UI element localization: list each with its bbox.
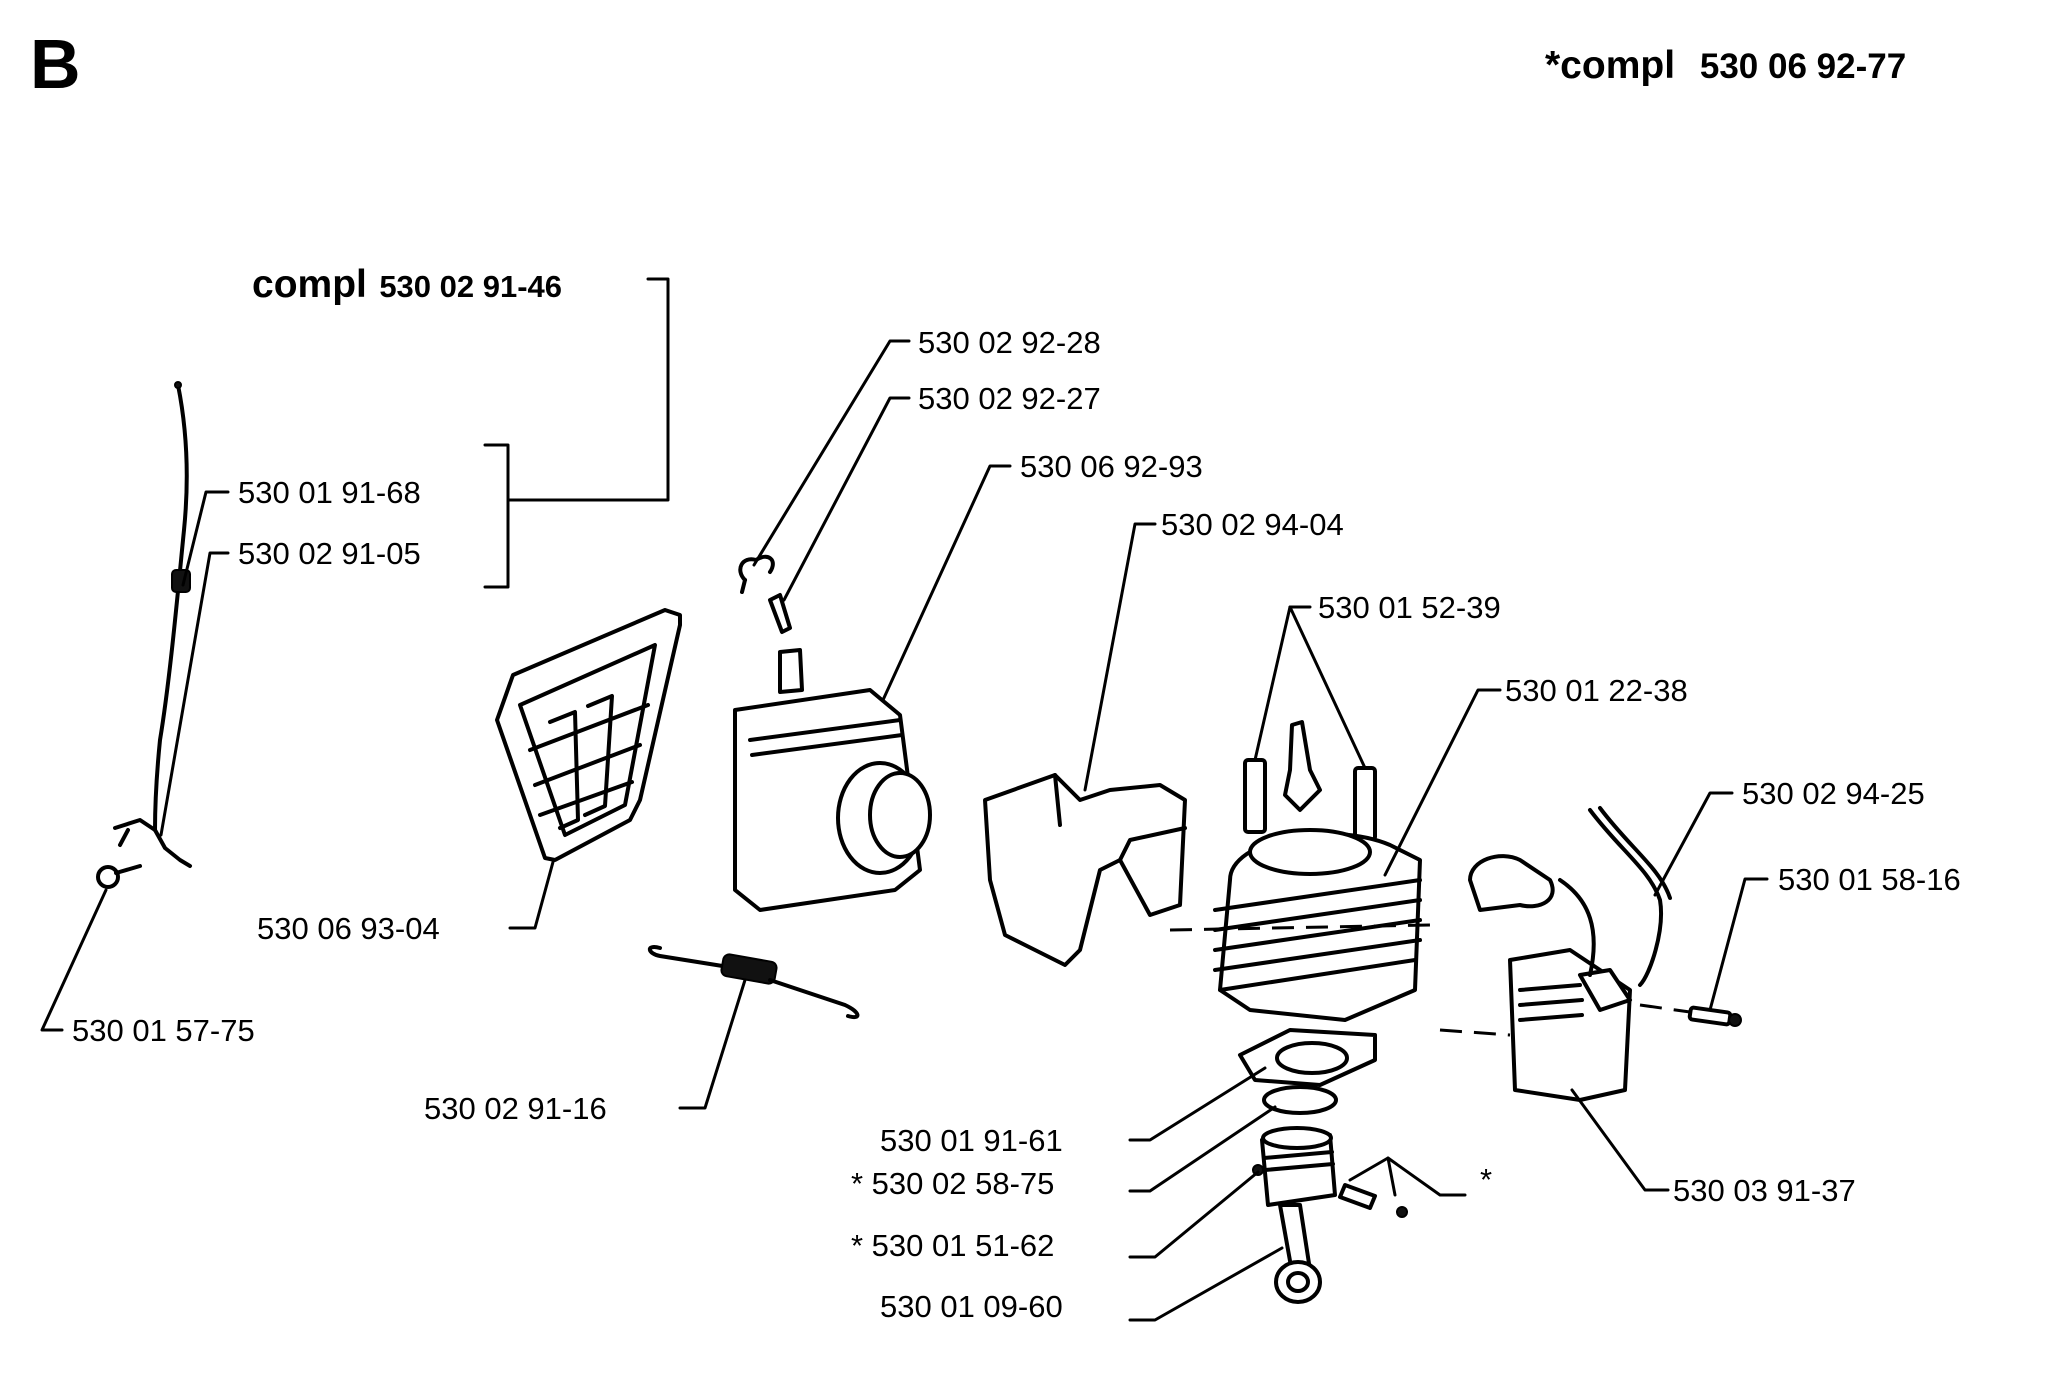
leader-530010960	[1128, 1246, 1284, 1322]
label-530029425: 530 02 94-25	[1742, 776, 1925, 811]
cylinder-axis-line	[1169, 923, 1431, 932]
leader-530029116	[678, 978, 747, 1110]
leader-530015162	[1128, 1170, 1260, 1259]
header-kit-prefix: *compl	[1545, 44, 1675, 87]
filter-cover-part	[733, 648, 932, 912]
label-530015775: 530 01 57-75	[72, 1013, 255, 1048]
air-filter-part	[495, 608, 682, 862]
kit-bracket-number: 530 02 91-46	[379, 269, 562, 304]
piston-pin-part	[1252, 1164, 1408, 1218]
small-screw-part	[96, 864, 142, 889]
label-530069304: 530 06 93-04	[257, 911, 440, 946]
label-530010960: 530 01 09-60	[880, 1289, 1063, 1324]
label-530029105: 530 02 91-05	[238, 536, 421, 571]
label-530019161: 530 01 91-61	[880, 1123, 1063, 1158]
kit-bracket-line	[506, 277, 670, 502]
leader-530029228	[752, 339, 911, 567]
label-530029116: 530 02 91-16	[424, 1091, 607, 1126]
asterisk-label: *	[1480, 1162, 1492, 1197]
coil-axis-line	[1439, 1028, 1511, 1037]
label-530015239: 530 01 52-39	[1318, 590, 1501, 625]
leader-530025875	[1128, 1105, 1277, 1193]
ignition-coil-part	[1468, 854, 1632, 1102]
kit-bracket-prefix: compl	[252, 263, 367, 306]
label-530015816: 530 01 58-16	[1778, 862, 1961, 897]
coil-screw-part	[1687, 1005, 1742, 1027]
leader-530029404	[1083, 522, 1157, 792]
leader-asterisk	[1348, 1156, 1467, 1197]
kit-bracket-brace	[483, 443, 510, 589]
nipple-part	[768, 593, 792, 634]
label-530025875: * 530 02 58-75	[851, 1166, 1054, 1201]
leader-530015775	[40, 888, 108, 1032]
leader-530019161	[1128, 1066, 1267, 1142]
cylinder-shroud-part	[983, 773, 1187, 967]
leader-530029105	[159, 551, 230, 837]
label-530019168: 530 01 91-68	[238, 475, 421, 510]
section-letter: B	[30, 25, 81, 103]
label-530012238: 530 01 22-38	[1505, 673, 1688, 708]
header-kit-label: *compl 530 06 92-77	[1545, 44, 1906, 87]
leader-asterisk-b	[1386, 1156, 1397, 1197]
leader-530015816	[1708, 877, 1769, 1012]
ignition-cable-part	[1588, 806, 1672, 987]
throttle-cable-part	[113, 381, 192, 868]
leader-530029425	[1653, 791, 1734, 897]
label-530039137: 530 03 91-37	[1673, 1173, 1856, 1208]
piston-ring-part	[1262, 1085, 1338, 1115]
leader-530029227	[782, 396, 911, 602]
screw-axis-line	[1639, 1003, 1691, 1014]
leader-530069304	[508, 860, 555, 930]
cylinder-gasket-part	[1238, 1028, 1377, 1087]
kit-bracket-label: compl 530 02 91-46	[252, 263, 562, 306]
piston-part	[1260, 1126, 1337, 1304]
leader-530015239b	[1288, 605, 1367, 770]
header-kit-number: 530 06 92-77	[1700, 47, 1906, 86]
spring-part	[647, 945, 860, 1019]
label-530029228: 530 02 92-28	[918, 325, 1101, 360]
label-530029227: 530 02 92-27	[918, 381, 1101, 416]
leader-530012238	[1383, 688, 1502, 877]
label-530015162: * 530 01 51-62	[851, 1228, 1054, 1263]
leader-530019168	[181, 490, 230, 587]
leader-530069293	[881, 464, 1012, 702]
label-530029404: 530 02 94-04	[1161, 507, 1344, 542]
label-530069293: 530 06 92-93	[1020, 449, 1203, 484]
cylinder-bolts-part	[1243, 720, 1377, 842]
leader-530039137	[1570, 1088, 1670, 1192]
